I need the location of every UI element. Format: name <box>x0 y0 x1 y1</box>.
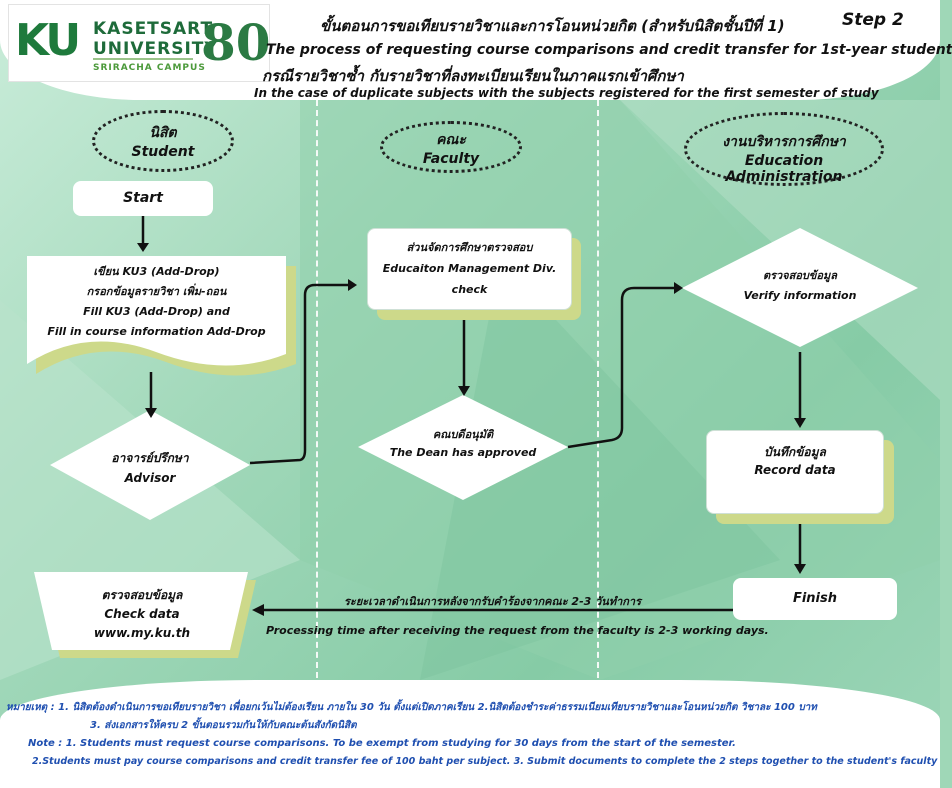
subtitle-english: In the case of duplicate subjects with t… <box>254 86 879 100</box>
fill-doc <box>27 256 286 366</box>
lane-divider-2 <box>597 100 599 678</box>
dean-diamond <box>358 395 568 500</box>
processing-thai: ระยะเวลาดำเนินการหลังจากรับคำร้องจากคณะ … <box>344 595 641 608</box>
start-label: Start <box>123 190 163 206</box>
logo-line1: KASETSART <box>93 19 214 39</box>
subtitle-thai: กรณีรายวิชาซ้ำ กับรายวิชาที่ลงทะเบียนเรี… <box>262 67 684 85</box>
note-thai-line-1: หมายเหตุ : 1. นิสิตต้องดำเนินการขอเทียบร… <box>6 702 817 713</box>
title-english: The process of requesting course compari… <box>266 42 952 58</box>
arrow-dean-verify <box>567 286 676 449</box>
fill-line-2: กรอกข้อมูลรายวิชา เพิ่ม-ถอน <box>86 285 227 298</box>
note-en-line-2: 2.Students must pay course comparisons a… <box>32 756 938 767</box>
start-node: Start <box>73 181 213 216</box>
lane-student-thai: นิสิต <box>149 125 177 141</box>
processing-en: Processing time after receiving the requ… <box>266 624 769 637</box>
advisor-diamond <box>50 410 250 520</box>
fill-document-text: เขียน KU3 (Add-Drop) กรอกข้อมูลรายวิชา เ… <box>27 262 286 342</box>
university-logo: KU KASETSART UNIVERSITY SRIRACHA CAMPUS … <box>8 4 271 82</box>
division-line-1: ส่วนจัดการศึกษาตรวจสอบ <box>406 241 533 254</box>
record-thai: บันทึกข้อมูล <box>764 445 826 459</box>
division-check-box: ส่วนจัดการศึกษาตรวจสอบ Educaiton Managem… <box>367 228 572 310</box>
logo-divider <box>93 58 193 60</box>
lane-faculty: คณะ Faculty <box>380 129 522 167</box>
note-en-line-1: Note : 1. Students must request course c… <box>28 738 736 749</box>
verify-diamond <box>682 228 918 347</box>
note-thai-line-2: 3. ส่งเอกสารให้ครบ 2 ขั้นตอนรวมกันให้กับ… <box>90 720 357 731</box>
check-line-3: www.my.ku.th <box>93 626 191 640</box>
check-data-text: ตรวจสอบข้อมูล Check data www.my.ku.th <box>44 586 240 643</box>
lane-student: นิสิต Student <box>92 122 234 160</box>
step-label: Step 2 <box>842 10 904 30</box>
lane-faculty-thai: คณะ <box>436 132 466 148</box>
fill-line-3: Fill KU3 (Add-Drop) and <box>83 305 230 318</box>
check-shape <box>34 572 248 650</box>
advisor-text: อาจารย์ปรึกษา Advisor <box>50 448 250 488</box>
fill-line-1: เขียน KU3 (Add-Drop) <box>93 265 220 278</box>
lane-education-en: Education Administration <box>725 153 843 185</box>
finish-label: Finish <box>792 591 838 606</box>
footer-band <box>0 680 940 788</box>
check-line-1: ตรวจสอบข้อมูล <box>101 588 183 602</box>
lane-oval-education <box>684 112 884 186</box>
record-en: Record data <box>754 463 836 477</box>
division-line-3: check <box>451 283 488 296</box>
logo-line2: UNIVERSITY <box>93 39 218 59</box>
arrow-heads <box>137 243 806 616</box>
arrow-advisor-division <box>249 283 350 465</box>
lane-student-en: Student <box>131 144 195 160</box>
verify-thai: ตรวจสอบข้อมูล <box>762 269 838 282</box>
verify-text: ตรวจสอบข้อมูล Verify information <box>682 266 918 306</box>
dean-text: คณบดีอนุมัติ The Dean has approved <box>358 426 568 462</box>
advisor-en: Advisor <box>124 471 176 485</box>
lane-oval-faculty <box>380 121 522 173</box>
title-thai: ขั้นตอนการขอเทียบรายวิชาและการโอนหน่วยกิ… <box>320 17 785 35</box>
finish-node: Finish <box>733 578 897 620</box>
record-text: บันทึกข้อมูล Record data <box>707 443 883 479</box>
lane-education-thai: งานบริหารการศึกษา <box>722 134 846 150</box>
dean-thai: คณบดีอนุมัติ <box>432 428 494 441</box>
dean-en: The Dean has approved <box>389 446 537 459</box>
fill-line-4: Fill in course information Add-Drop <box>47 325 266 338</box>
logo-ku-mark: KU <box>15 15 81 66</box>
check-line-2: Check data <box>104 607 180 621</box>
lane-oval-student <box>92 110 234 172</box>
division-line-2: Educaiton Management Div. <box>382 262 557 275</box>
logo-anniversary: 80 <box>201 13 271 72</box>
logo-campus: SRIRACHA CAMPUS <box>93 63 206 73</box>
lane-education: งานบริหารการศึกษา Education Administrati… <box>684 131 884 185</box>
verify-en: Verify information <box>743 289 857 302</box>
lane-divider-1 <box>316 100 318 678</box>
advisor-thai: อาจารย์ปรึกษา <box>111 451 189 465</box>
lane-faculty-en: Faculty <box>422 151 480 167</box>
division-text: ส่วนจัดการศึกษาตรวจสอบ Educaiton Managem… <box>368 237 571 300</box>
record-data-box: บันทึกข้อมูล Record data <box>706 430 884 514</box>
